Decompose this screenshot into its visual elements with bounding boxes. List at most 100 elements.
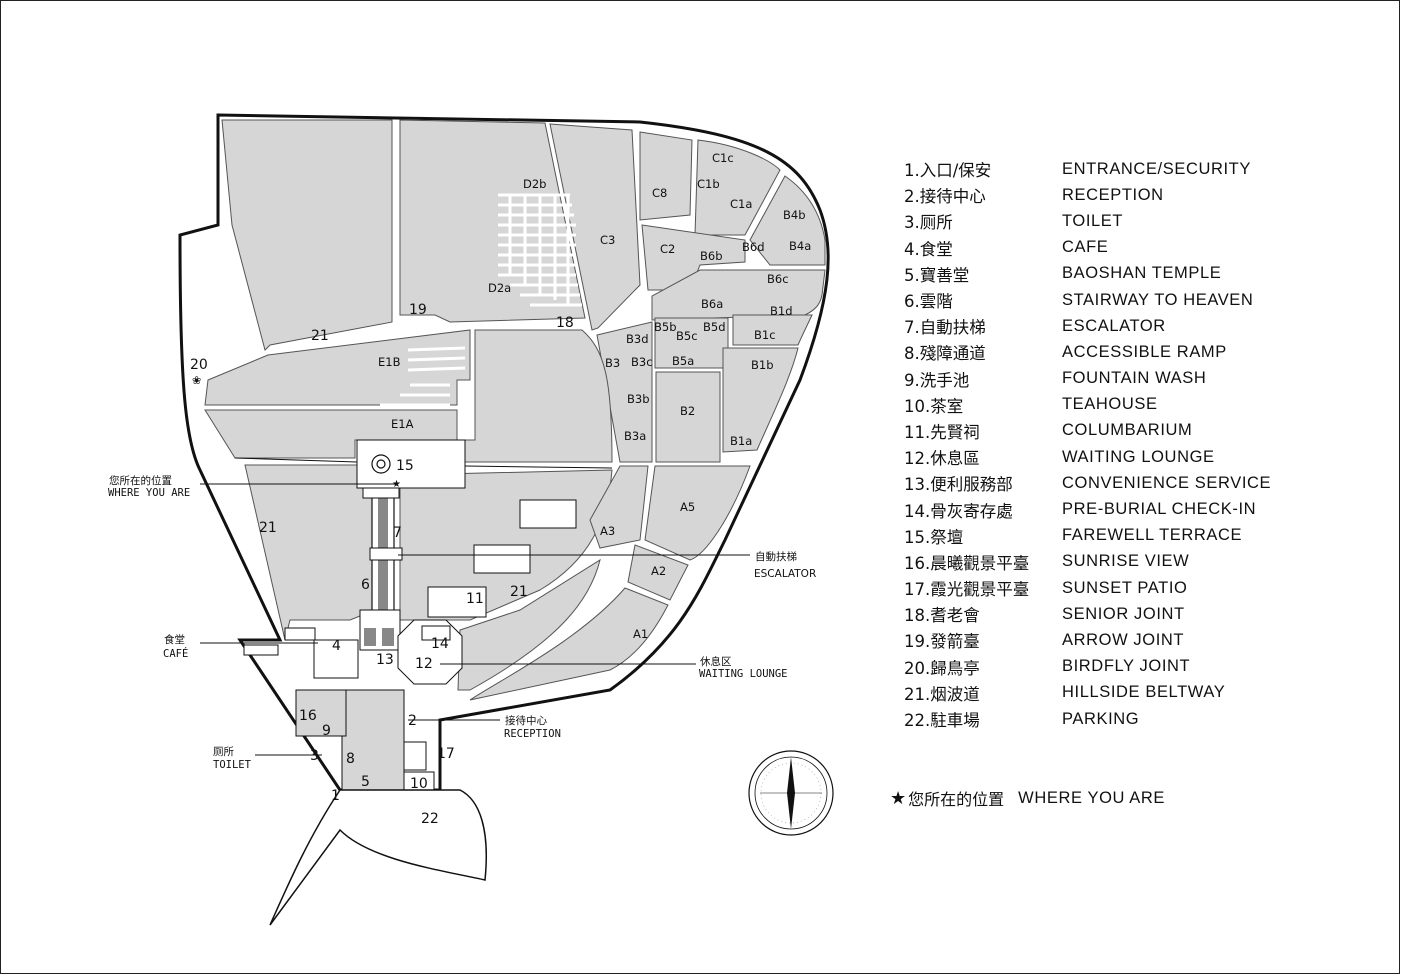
zone-b1b: B1b — [751, 358, 774, 372]
parking-lot — [269, 789, 488, 926]
zone-d2b: D2b — [523, 177, 546, 191]
legend-cn-label: 7.自動扶梯 — [904, 318, 986, 338]
marker-21-south: 21 — [510, 584, 528, 600]
callout-toilet-cn: 厕所 — [213, 746, 234, 758]
plot-a2 — [627, 544, 689, 601]
zone-a5: A5 — [680, 500, 695, 514]
facility-markers: 1 2 3 4 5 6 7 8 9 10 11 12 13 14 15 16 1… — [190, 302, 574, 827]
zone-b1c: B1c — [754, 328, 776, 342]
you-are-here-en: WHERE YOU ARE — [1018, 788, 1166, 807]
plot-c1 — [694, 139, 781, 236]
legend-cn-label: 1.入口/保安 — [904, 161, 992, 181]
zone-b6c: B6c — [767, 272, 789, 286]
legend-en-label: ENTRANCE/SECURITY — [1062, 159, 1251, 178]
zone-b5b: B5b — [654, 320, 677, 334]
legend-cn-label: 22.駐車場 — [904, 711, 980, 731]
marker-13: 13 — [376, 652, 394, 668]
legend-row: 1.入口/保安 ENTRANCE/SECURITY — [896, 156, 1316, 182]
legend-en-label: BAOSHAN TEMPLE — [1062, 264, 1222, 283]
birdfly-icon: ❀ — [192, 374, 201, 387]
legend-cn-label: 6.雲階 — [904, 292, 953, 312]
legend-row: 7.自動扶梯 ESCALATOR — [896, 313, 1316, 339]
terrace-axis — [234, 457, 613, 469]
legend-cn-label: 3.厕所 — [904, 213, 953, 233]
legend-cn-label: 9.洗手池 — [904, 370, 970, 390]
zone-b6d: B6d — [742, 240, 765, 254]
zone-b3d: B3d — [626, 332, 649, 346]
zone-a3: A3 — [600, 524, 615, 538]
marker-4: 4 — [332, 638, 341, 654]
you-are-here-star: ★ — [392, 479, 401, 490]
zone-b3: B3 — [605, 356, 620, 370]
zone-b5d: B5d — [703, 320, 726, 334]
plot-center — [464, 329, 613, 463]
plot-c2 — [641, 224, 746, 291]
zone-b3a: B3a — [624, 429, 646, 443]
legend-row: 6.雲階 STAIRWAY TO HEAVEN — [896, 287, 1316, 313]
zone-a1: A1 — [633, 627, 648, 641]
zone-b1d: B1d — [770, 304, 793, 318]
legend-en-label: ACCESSIBLE RAMP — [1062, 342, 1227, 361]
zone-d2a: D2a — [488, 281, 511, 295]
marker-8: 8 — [346, 751, 355, 767]
plot-b2 — [655, 371, 721, 463]
star-icon: ★ — [890, 787, 907, 809]
zone-b1a: B1a — [730, 434, 752, 448]
legend-cn-label: 12.休息區 — [904, 449, 980, 469]
zone-e1b: E1B — [378, 355, 401, 369]
marker-14: 14 — [431, 636, 449, 652]
legend-en-label: ARROW JOINT — [1062, 630, 1185, 649]
plot-c8 — [639, 131, 693, 221]
marker-20: 20 — [190, 357, 208, 373]
zone-b6b: B6b — [700, 249, 723, 263]
callout-where-en: WHERE YOU ARE — [108, 487, 190, 499]
zone-b5c: B5c — [676, 329, 698, 343]
legend-row: 3.厕所 TOILET — [896, 208, 1316, 234]
legend-cn-label: 18.耆老會 — [904, 606, 980, 626]
building-14 — [421, 625, 451, 641]
marker-15: 15 — [396, 458, 414, 474]
plot-b3 — [596, 321, 653, 463]
callout-lines — [200, 483, 750, 756]
you-are-here-cn: 您所在的位置 — [908, 790, 1005, 809]
building-cafe-annex — [284, 627, 316, 641]
marker-22: 22 — [421, 811, 439, 827]
plot-a1 — [469, 587, 669, 701]
building-main — [341, 689, 405, 791]
plot-b1d — [732, 314, 813, 346]
zone-c1c: C1c — [712, 151, 734, 165]
marker-10: 10 — [410, 776, 428, 792]
building-4 — [313, 639, 359, 679]
zone-c1a: C1a — [730, 197, 752, 211]
legend-en-label: STAIRWAY TO HEAVEN — [1062, 290, 1254, 309]
plot-a5 — [644, 465, 751, 561]
plot-west — [244, 464, 376, 641]
marker-2: 2 — [408, 713, 417, 729]
building-17 — [403, 741, 427, 771]
legend-en-label: PARKING — [1062, 709, 1140, 728]
buildings — [243, 499, 577, 791]
plot-b4 — [749, 175, 826, 266]
legend-en-label: ESCALATOR — [1062, 316, 1166, 335]
zone-c3: C3 — [600, 233, 615, 247]
marker-6: 6 — [361, 577, 370, 593]
legend-en-label: TOILET — [1062, 211, 1124, 230]
callout-lounge-cn: 休息区 — [700, 655, 732, 668]
zone-b2: B2 — [680, 404, 695, 418]
building-top — [519, 499, 577, 529]
legend-en-label: TEAHOUSE — [1062, 395, 1158, 414]
legend-en-label: RECEPTION — [1062, 185, 1164, 204]
legend-en-label: PRE-BURIAL CHECK-IN — [1062, 500, 1257, 519]
marker-16: 16 — [299, 708, 317, 724]
legend-en-label: FOUNTAIN WASH — [1062, 369, 1207, 388]
